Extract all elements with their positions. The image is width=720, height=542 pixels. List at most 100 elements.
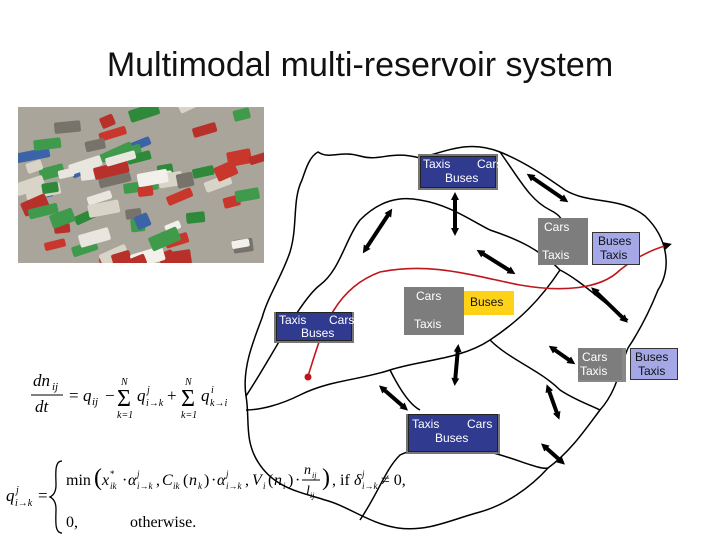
vehicle bbox=[111, 250, 133, 263]
svg-text:k=1: k=1 bbox=[181, 410, 197, 421]
vehicle bbox=[185, 211, 206, 224]
label-cars: Cars bbox=[477, 157, 503, 171]
svg-text:j: j bbox=[361, 469, 365, 479]
slide-title: Multimodal multi-reservoir system bbox=[106, 46, 614, 84]
svg-text:i: i bbox=[211, 385, 214, 396]
svg-text:,: , bbox=[245, 472, 249, 489]
boundary-top bbox=[245, 197, 561, 397]
label-cars: Cars bbox=[582, 350, 608, 364]
svg-text:Σ: Σ bbox=[117, 386, 131, 412]
svg-text:N: N bbox=[184, 377, 193, 388]
svg-text:j: j bbox=[225, 469, 229, 479]
label-taxis: Taxis bbox=[412, 417, 440, 431]
vehicle bbox=[49, 207, 76, 229]
vehicle bbox=[86, 190, 113, 206]
exchange-arrow bbox=[378, 385, 409, 411]
svg-text:q: q bbox=[83, 386, 92, 405]
formula-transfer-flow: q j i→k = min ( x * ik · α j i→k , C ik … bbox=[4, 455, 414, 537]
svg-text:q: q bbox=[137, 386, 146, 405]
vehicle bbox=[136, 168, 169, 188]
svg-text:V: V bbox=[252, 472, 264, 489]
formula-accumulation: dn ij dt = q ij − N Σ k=1 q j i→k + N Σ … bbox=[25, 368, 405, 422]
svg-text:dt: dt bbox=[35, 397, 50, 416]
traffic-photo bbox=[18, 107, 264, 263]
label-cars: Cars bbox=[467, 417, 493, 431]
vehicle bbox=[234, 187, 260, 203]
svg-text:i→k: i→k bbox=[226, 481, 243, 491]
vehicle bbox=[118, 253, 147, 263]
vehicle bbox=[175, 171, 195, 189]
svg-text:n: n bbox=[189, 472, 197, 489]
traffic-photo-drawing bbox=[18, 107, 264, 263]
svg-text:min: min bbox=[66, 472, 91, 489]
label-buses: Buses bbox=[301, 326, 335, 340]
label-taxis: Taxis bbox=[638, 364, 666, 378]
svg-text:i→k: i→k bbox=[146, 398, 164, 409]
route-line bbox=[307, 242, 672, 377]
svg-text:k: k bbox=[198, 481, 203, 491]
label-taxis: Taxis bbox=[542, 248, 570, 262]
svg-text:,: , bbox=[156, 472, 160, 489]
svg-text:): ) bbox=[288, 472, 293, 489]
svg-text:dn: dn bbox=[33, 371, 50, 390]
boundary-low bbox=[389, 339, 601, 411]
vehicle bbox=[84, 138, 106, 153]
vehicle bbox=[130, 246, 166, 263]
boundary-mid2 bbox=[245, 269, 561, 411]
vehicle bbox=[25, 159, 44, 174]
svg-text:l: l bbox=[306, 484, 310, 499]
vehicle bbox=[166, 187, 194, 206]
vehicle bbox=[93, 160, 130, 180]
svg-text:i→k: i→k bbox=[137, 481, 154, 491]
vehicle bbox=[99, 113, 116, 129]
label-taxis: Taxis bbox=[414, 317, 442, 331]
label-cars: Cars bbox=[329, 313, 355, 327]
vehicle bbox=[41, 181, 59, 194]
svg-text:otherwise.: otherwise. bbox=[130, 514, 196, 531]
svg-text:Σ: Σ bbox=[181, 386, 195, 412]
vehicle bbox=[18, 175, 46, 196]
label-buses: Buses bbox=[470, 295, 504, 309]
svg-text:j: j bbox=[136, 469, 140, 479]
vehicle bbox=[38, 163, 65, 181]
reservoir-box-bottom: Taxis Cars Buses bbox=[408, 414, 498, 452]
vehicle bbox=[192, 165, 215, 179]
svg-text:(: ( bbox=[94, 465, 102, 491]
svg-text:=: = bbox=[69, 386, 79, 405]
formula-transfer-flow-drawing: q j i→k = min ( x * ik · α j i→k , C ik … bbox=[6, 460, 406, 534]
reservoir-box-lower-lavender: Buses Taxis bbox=[630, 348, 678, 380]
vehicle bbox=[99, 141, 133, 163]
route-origin-dot bbox=[304, 373, 312, 381]
svg-text:+: + bbox=[167, 386, 177, 405]
exchange-arrow bbox=[476, 249, 516, 275]
label-buses: Buses bbox=[598, 234, 632, 248]
svg-text:): ) bbox=[204, 472, 209, 489]
vehicle bbox=[20, 193, 50, 217]
svg-text:N: N bbox=[120, 377, 129, 388]
svg-text:, if: , if bbox=[332, 472, 350, 489]
vehicle bbox=[231, 238, 250, 249]
reservoir-box-center-yellow: Buses bbox=[464, 291, 514, 315]
label-cars: Cars bbox=[544, 220, 570, 234]
label-cars: Cars bbox=[416, 289, 442, 303]
svg-text:·: · bbox=[295, 472, 300, 489]
svg-text:ij: ij bbox=[92, 396, 98, 408]
vehicle bbox=[248, 150, 264, 165]
vehicle bbox=[133, 212, 152, 230]
svg-text:q: q bbox=[201, 386, 210, 405]
reservoir-box-right-gray: Cars Taxis bbox=[538, 218, 588, 265]
svg-text:n: n bbox=[304, 463, 311, 478]
exchange-arrow bbox=[362, 208, 393, 254]
label-taxis: Taxis bbox=[600, 248, 628, 262]
svg-text:≠ 0,: ≠ 0, bbox=[381, 472, 406, 489]
formula-accumulation-drawing: dn ij dt = q ij − N Σ k=1 q j i→k + N Σ … bbox=[31, 371, 227, 421]
exchange-arrow bbox=[591, 287, 628, 323]
vehicle bbox=[44, 238, 66, 251]
vehicle bbox=[192, 122, 218, 138]
svg-text:0,: 0, bbox=[66, 514, 78, 531]
svg-text:·: · bbox=[122, 472, 127, 489]
vehicle bbox=[18, 147, 51, 163]
vehicle bbox=[33, 137, 62, 151]
label-taxis: Taxis bbox=[279, 313, 307, 327]
vehicle bbox=[137, 185, 154, 197]
